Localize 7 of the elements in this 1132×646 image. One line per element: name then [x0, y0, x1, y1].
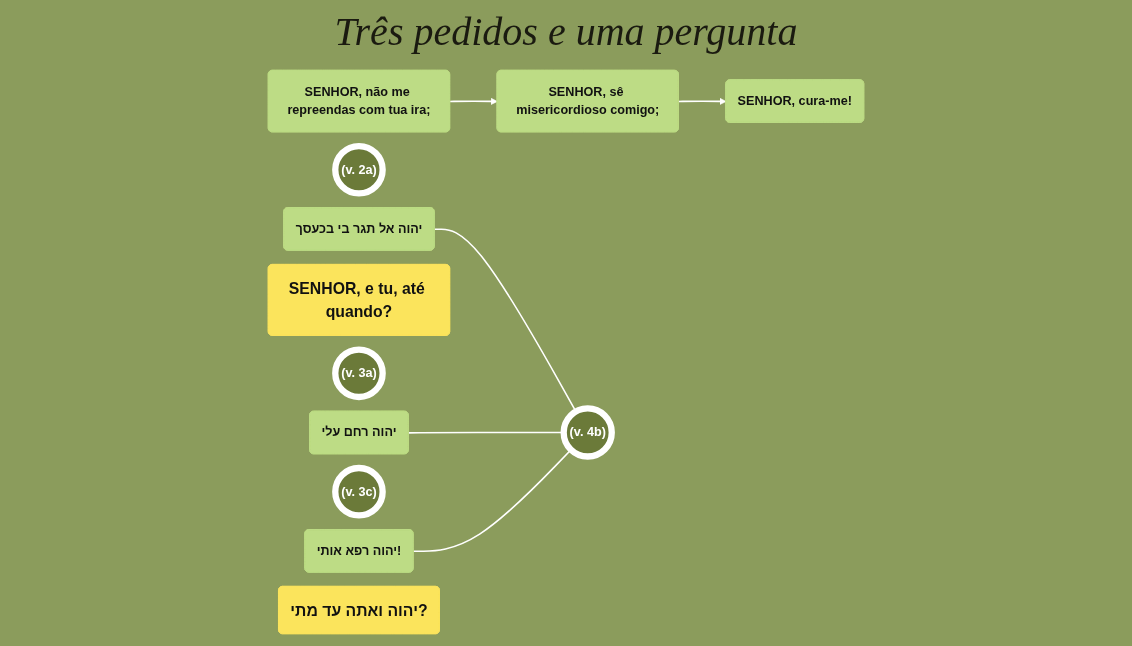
node-circle: (v. 3c)	[332, 464, 386, 519]
title: Três pedidos e uma pergunta	[333, 8, 799, 55]
node-circle: (v. 4b)	[560, 405, 615, 460]
node-circle: (v. 2a)	[332, 142, 386, 197]
node-circle: (v. 3a)	[332, 346, 386, 401]
arrow	[449, 97, 498, 105]
arrow	[678, 97, 727, 105]
